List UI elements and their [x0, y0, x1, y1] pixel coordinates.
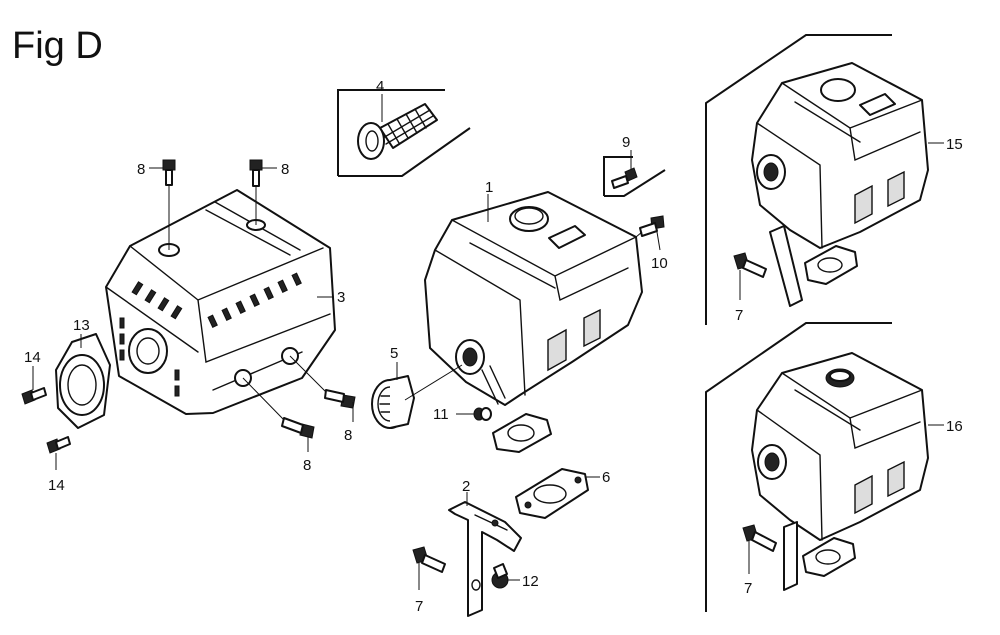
- callout-11: 11: [433, 406, 449, 423]
- bolt-14-lower: [46, 436, 71, 454]
- callout-8-side-right: 8: [344, 427, 352, 444]
- bolt-8-side-lower: [281, 417, 315, 439]
- callout-1: 1: [485, 179, 493, 196]
- bolt-8-top-right: [249, 159, 263, 187]
- callout-16: 16: [946, 418, 963, 435]
- callout-13: 13: [73, 317, 90, 334]
- bolt-8-top-left: [162, 159, 176, 186]
- muffler-flange-gasket: [492, 413, 552, 453]
- callout-9: 9: [622, 134, 630, 151]
- nut-12: [491, 563, 509, 589]
- muffler: [424, 191, 643, 406]
- callout-15: 15: [946, 136, 963, 153]
- bolt-9: [611, 167, 638, 189]
- callout-14-upper: 14: [24, 349, 41, 366]
- gasket: [515, 468, 589, 519]
- callout-3: 3: [337, 289, 345, 306]
- callout-8-side-lower: 8: [303, 457, 311, 474]
- muffler-bracket: [448, 501, 522, 617]
- bolt-14-upper: [21, 387, 47, 405]
- callout-7-lower-right: 7: [744, 580, 752, 597]
- exhaust-pipe-screen: [357, 103, 438, 160]
- callout-8-top-left: 8: [137, 161, 145, 178]
- callout-numbers: 1 2 3 4 5 6 7 7 7 8 8 8 8 9 10 11 12 13 …: [24, 78, 963, 615]
- callout-4: 4: [376, 78, 384, 95]
- leader-lines: [32, 94, 944, 590]
- callout-10: 10: [651, 255, 668, 272]
- exhaust-pipe-box: [337, 89, 471, 177]
- callout-8-top-right: 8: [281, 161, 289, 178]
- figure-title: Fig D: [12, 25, 103, 67]
- bolt-10: [639, 215, 665, 237]
- bolt-7-bracket: [412, 546, 446, 573]
- bolt-9-box: [603, 156, 666, 197]
- nut-11: [473, 407, 492, 421]
- alt-muffler-16: [751, 352, 929, 591]
- bolt-7-lower-right: [742, 524, 777, 552]
- alt-muffler-15: [751, 62, 929, 307]
- callout-5: 5: [390, 345, 398, 362]
- protector-vent-slots: [119, 272, 302, 397]
- callout-12: 12: [522, 573, 539, 590]
- spark-arrester-cap: [55, 333, 111, 429]
- bolt-7-upper: [733, 252, 767, 278]
- callout-14-lower: 14: [48, 477, 65, 494]
- muffler-protector: [105, 189, 336, 415]
- callout-7-upper: 7: [735, 307, 743, 324]
- bolt-8-side-right: [324, 389, 356, 409]
- callout-2: 2: [462, 478, 470, 495]
- callout-7-bracket: 7: [415, 598, 423, 615]
- alt-muffler-16-frame: [705, 322, 892, 612]
- spark-arrester-screen: [371, 375, 415, 429]
- callout-6: 6: [602, 469, 610, 486]
- alt-muffler-15-frame: [705, 34, 892, 325]
